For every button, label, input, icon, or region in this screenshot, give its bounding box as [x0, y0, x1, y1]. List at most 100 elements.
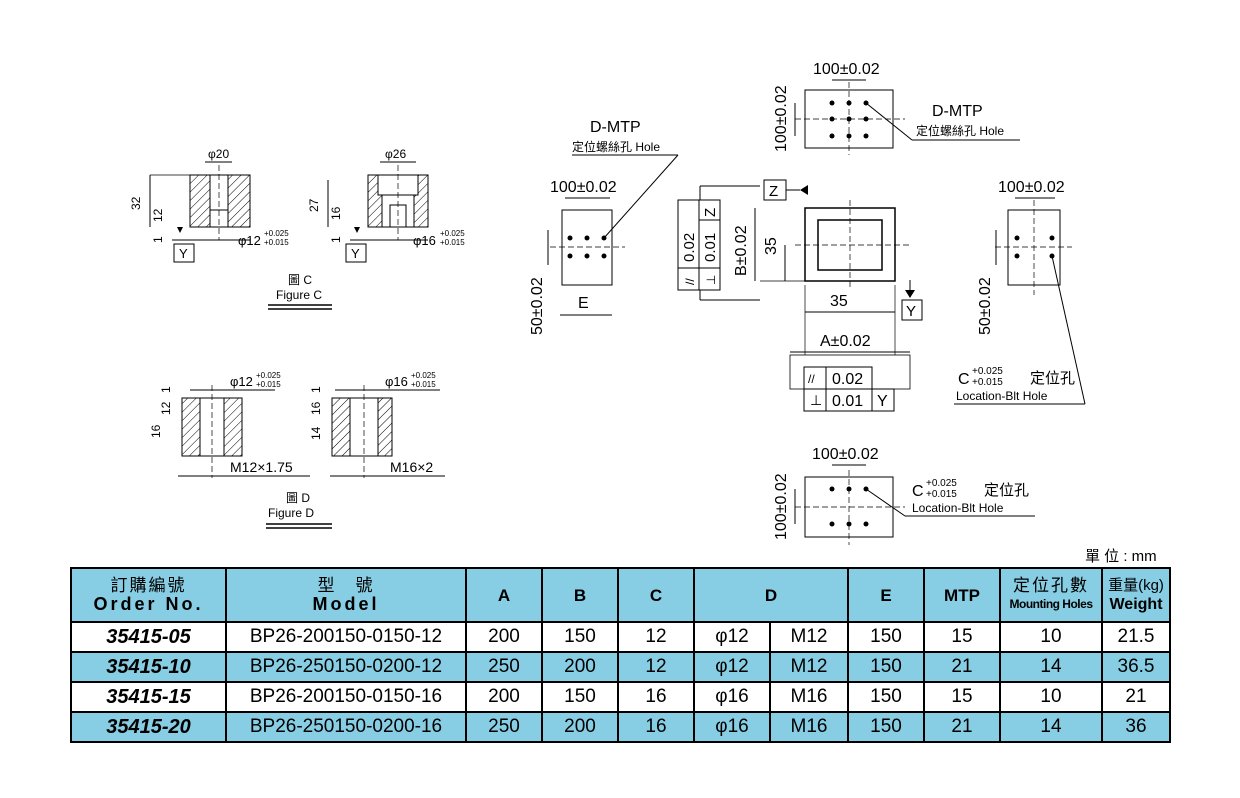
- svg-text:50±0.02: 50±0.02: [529, 277, 546, 335]
- figure-c-label-en: Figure C: [276, 288, 322, 302]
- svg-text:+0.025: +0.025: [256, 371, 281, 380]
- cell-d1: φ16: [693, 681, 771, 713]
- top-right-view: 100±0.02 100±0.02 D-MTP 定位螺絲孔 Hole: [773, 61, 1020, 155]
- svg-text:0.02: 0.02: [832, 371, 863, 388]
- svg-text:100±0.02: 100±0.02: [773, 473, 790, 540]
- cell-b: 150: [541, 621, 619, 653]
- header-mtp: MTP: [923, 567, 1001, 623]
- cell-a: 200: [465, 621, 543, 653]
- cell-b: 200: [541, 651, 619, 683]
- figure-c-label-zh: 圖 C: [288, 273, 312, 287]
- cell-holes: 10: [999, 621, 1103, 653]
- cell-weight: 36.5: [1101, 651, 1171, 683]
- table-row: 35415-15 BP26-200150-0150-16 200 150 16 …: [70, 681, 1171, 713]
- figure-d-label-en: Figure D: [268, 506, 314, 520]
- svg-text:+0.015: +0.015: [972, 377, 1003, 388]
- svg-text://: //: [683, 278, 697, 285]
- svg-text:Y: Y: [877, 393, 888, 410]
- model: BP26-200150-0150-12: [225, 621, 467, 653]
- cell-a: 250: [465, 651, 543, 683]
- svg-text:Y: Y: [906, 303, 916, 320]
- figure-d: 1 12 16 φ12 +0.025 +0.015 M12×1.75 1 16 …: [149, 371, 445, 529]
- svg-text:16: 16: [309, 401, 323, 415]
- svg-text:14: 14: [309, 426, 323, 440]
- cell-e: 150: [847, 621, 925, 653]
- cell-d1: φ16: [693, 711, 771, 743]
- order-no: 35415-15: [70, 681, 227, 713]
- svg-text:0.02: 0.02: [681, 233, 698, 262]
- svg-text:+0.015: +0.015: [926, 489, 957, 500]
- model: BP26-200150-0150-16: [225, 681, 467, 713]
- svg-text:⊥: ⊥: [810, 392, 822, 408]
- cell-c: 16: [617, 711, 695, 743]
- order-no: 35415-05: [70, 621, 227, 653]
- technical-drawing: φ20 32 12 1 Y φ12 +0.025 +0.015 φ26 27 1…: [129, 61, 1086, 545]
- svg-text:Location-Blt Hole: Location-Blt Hole: [912, 501, 1004, 515]
- svg-text:Y: Y: [351, 246, 360, 261]
- svg-text:+0.015: +0.015: [264, 238, 289, 247]
- cell-d1: φ12: [693, 651, 771, 683]
- bottom-view: 100±0.02 100±0.02 C +0.025 +0.015 定位孔 Lo…: [773, 446, 1035, 545]
- header-b: B: [541, 567, 619, 623]
- svg-text:φ16: φ16: [413, 233, 436, 248]
- svg-text:50±0.02: 50±0.02: [977, 277, 994, 335]
- unit-label: 單 位 : mm: [1085, 548, 1157, 565]
- order-no: 35415-10: [70, 651, 227, 683]
- cell-holes: 10: [999, 681, 1103, 713]
- model: BP26-250150-0200-12: [225, 651, 467, 683]
- cell-c: 12: [617, 621, 695, 653]
- cell-weight: 21.5: [1101, 621, 1171, 653]
- table-row: 35415-20 BP26-250150-0200-16 250 200 16 …: [70, 711, 1171, 743]
- svg-text:16: 16: [329, 206, 343, 220]
- svg-text:+0.025: +0.025: [972, 366, 1003, 377]
- right-view: 100±0.02 50±0.02 C +0.025 +0.015 定位孔 Loc…: [954, 179, 1086, 405]
- svg-text:100±0.02: 100±0.02: [998, 179, 1065, 196]
- svg-text:+0.025: +0.025: [440, 229, 465, 238]
- cell-d2: M16: [769, 711, 849, 743]
- cell-c: 16: [617, 681, 695, 713]
- svg-text:32: 32: [129, 196, 143, 210]
- svg-text:+0.025: +0.025: [411, 371, 436, 380]
- order-no: 35415-20: [70, 711, 227, 743]
- cell-a: 250: [465, 711, 543, 743]
- cell-d1: φ12: [693, 621, 771, 653]
- svg-text:B±0.02: B±0.02: [733, 225, 750, 276]
- svg-text:Z: Z: [702, 208, 719, 217]
- svg-text:A±0.02: A±0.02: [820, 333, 871, 350]
- svg-text:0.01: 0.01: [702, 233, 719, 262]
- svg-text:100±0.02: 100±0.02: [550, 179, 617, 196]
- svg-text:φ26: φ26: [385, 147, 406, 161]
- svg-text:27: 27: [307, 198, 321, 212]
- cell-d2: M12: [769, 651, 849, 683]
- svg-text:定位螺絲孔 Hole: 定位螺絲孔 Hole: [916, 123, 1004, 138]
- svg-text:0.01: 0.01: [832, 393, 863, 410]
- svg-text:+0.015: +0.015: [411, 380, 436, 389]
- header-weight: 重量(kg)Weight: [1101, 567, 1171, 623]
- cell-mtp: 21: [923, 651, 1001, 683]
- svg-text:1: 1: [329, 236, 343, 243]
- svg-text:定位孔: 定位孔: [984, 482, 1029, 499]
- svg-text:φ12: φ12: [238, 233, 261, 248]
- svg-text:C: C: [912, 483, 924, 500]
- cell-d2: M12: [769, 621, 849, 653]
- header-c: C: [617, 567, 695, 623]
- main-view: Z // 0.02 ⊥ 0.01 Z B±0.02 35 35 Y A±0.02: [677, 179, 923, 412]
- cell-d2: M16: [769, 681, 849, 713]
- svg-text:+0.015: +0.015: [256, 380, 281, 389]
- svg-text:M12×1.75: M12×1.75: [230, 459, 293, 475]
- table-row: 35415-10 BP26-250150-0200-12 250 200 12 …: [70, 651, 1171, 683]
- svg-text:C: C: [958, 371, 970, 388]
- figure-c: φ20 32 12 1 Y φ12 +0.025 +0.015 φ26 27 1…: [129, 147, 465, 310]
- svg-text:16: 16: [149, 424, 163, 438]
- svg-text:E: E: [578, 295, 589, 312]
- model: BP26-250150-0200-16: [225, 711, 467, 743]
- svg-text:35: 35: [763, 237, 780, 255]
- cell-weight: 36: [1101, 711, 1171, 743]
- svg-text:D-MTP: D-MTP: [932, 103, 983, 120]
- svg-text:1: 1: [151, 236, 165, 243]
- cell-e: 150: [847, 711, 925, 743]
- svg-text:D-MTP: D-MTP: [590, 119, 641, 136]
